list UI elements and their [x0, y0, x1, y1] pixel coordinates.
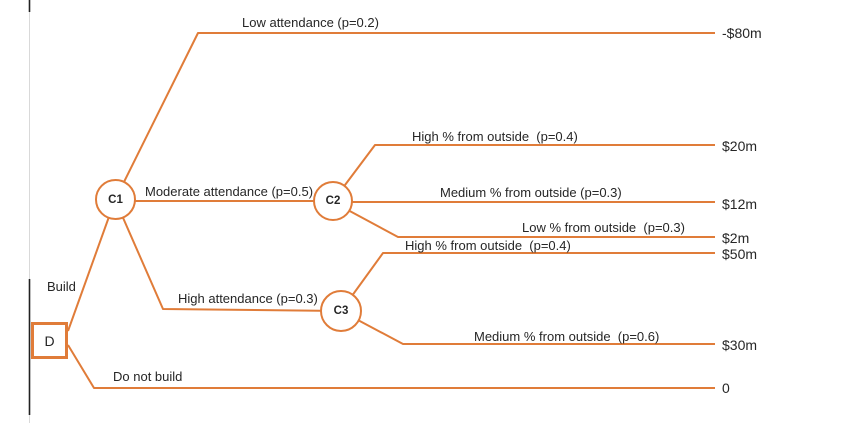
branch-label-c3-medium: Medium % from outside (p=0.6): [474, 329, 660, 344]
branch-line-c3-medium: [340, 310, 715, 345]
payoff-c3-high: $50m: [722, 246, 758, 262]
chance-node-c2: C2: [313, 181, 353, 221]
branch-label-c2-high: High % from outside (p=0.4): [412, 129, 578, 144]
branch-label-c3-high: High % from outside (p=0.4): [405, 238, 571, 253]
chance-node-c1-label: C1: [108, 193, 123, 206]
chance-node-c1: C1: [95, 179, 136, 220]
branch-label-c2-low: Low % from outside (p=0.3): [522, 220, 685, 235]
chance-node-c3: C3: [320, 290, 362, 332]
payoff-c2-medium: $12m: [722, 196, 758, 212]
payoff-c2-low: $2m: [722, 230, 750, 246]
payoff-low-attendance: -$80m: [722, 25, 762, 41]
branch-label-high-attendance: High attendance (p=0.3): [178, 291, 318, 306]
chance-node-c2-label: C2: [325, 195, 341, 207]
branch-line-low-attendance: [114, 32, 715, 201]
branch-line-c2-low: [332, 201, 715, 238]
branch-line-high-attendance: [116, 203, 342, 312]
decision-node-d-label: D: [44, 332, 55, 349]
payoff-do-not-build: 0: [722, 380, 730, 396]
branch-label-build: Build: [47, 279, 76, 294]
branch-label-c2-medium: Medium % from outside (p=0.3): [440, 185, 622, 200]
decision-node-d: D: [31, 322, 68, 359]
branch-line-do-not-build: [67, 344, 715, 389]
payoff-c2-high: $20m: [722, 138, 758, 154]
branch-label-moderate-attendance: Moderate attendance (p=0.5): [145, 184, 314, 199]
branch-label-do-not-build: Do not build: [113, 369, 183, 384]
chance-node-c3-label: C3: [333, 305, 349, 317]
branch-line-c3-high: [340, 252, 715, 312]
branch-line-c2-high: [332, 144, 715, 202]
payoff-c3-medium: $30m: [722, 337, 758, 353]
branch-label-low-attendance: Low attendance (p=0.2): [242, 15, 379, 30]
branch-line-build: [67, 199, 116, 332]
